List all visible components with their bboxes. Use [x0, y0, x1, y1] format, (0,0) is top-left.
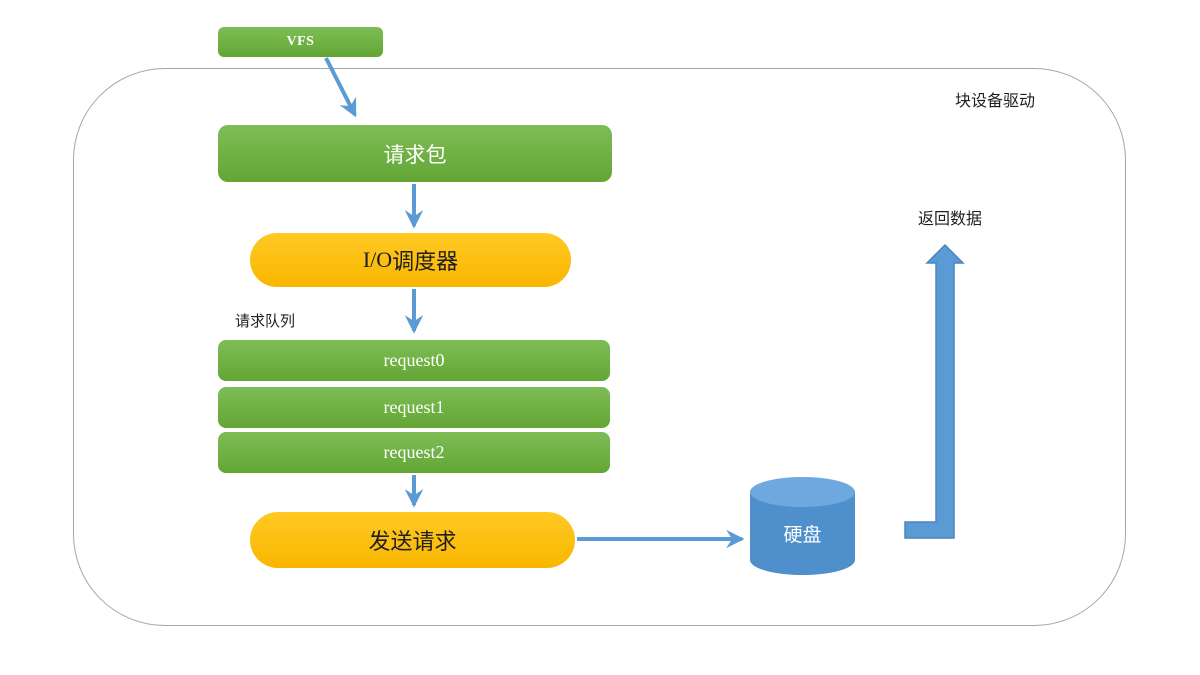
send-request-node: 发送请求	[250, 512, 575, 568]
queue-item-label: request1	[383, 397, 445, 417]
io-scheduler-label-latin: I/O	[362, 247, 393, 272]
hard-disk-label: 硬盘	[783, 525, 822, 546]
queue-item-label: request0	[383, 350, 445, 370]
vfs-node: VFS	[218, 27, 383, 57]
driver-container-outline	[73, 68, 1126, 626]
queue-item-request1: request1	[218, 387, 610, 428]
request-packet-label: 请求包	[383, 143, 447, 167]
send-request-label: 发送请求	[368, 529, 457, 554]
vfs-node-label: VFS	[286, 34, 315, 49]
io-scheduler-label-cjk: 调度器	[392, 249, 459, 274]
return-data-label: 返回数据	[917, 211, 982, 228]
request-queue-label: 请求队列	[235, 313, 296, 330]
request-packet-node: 请求包	[218, 125, 612, 182]
driver-container-label: 块设备驱动	[954, 93, 1035, 110]
queue-item-label: request2	[383, 442, 445, 462]
queue-item-request0: request0	[218, 340, 610, 381]
queue-item-request2: request2	[218, 432, 610, 473]
